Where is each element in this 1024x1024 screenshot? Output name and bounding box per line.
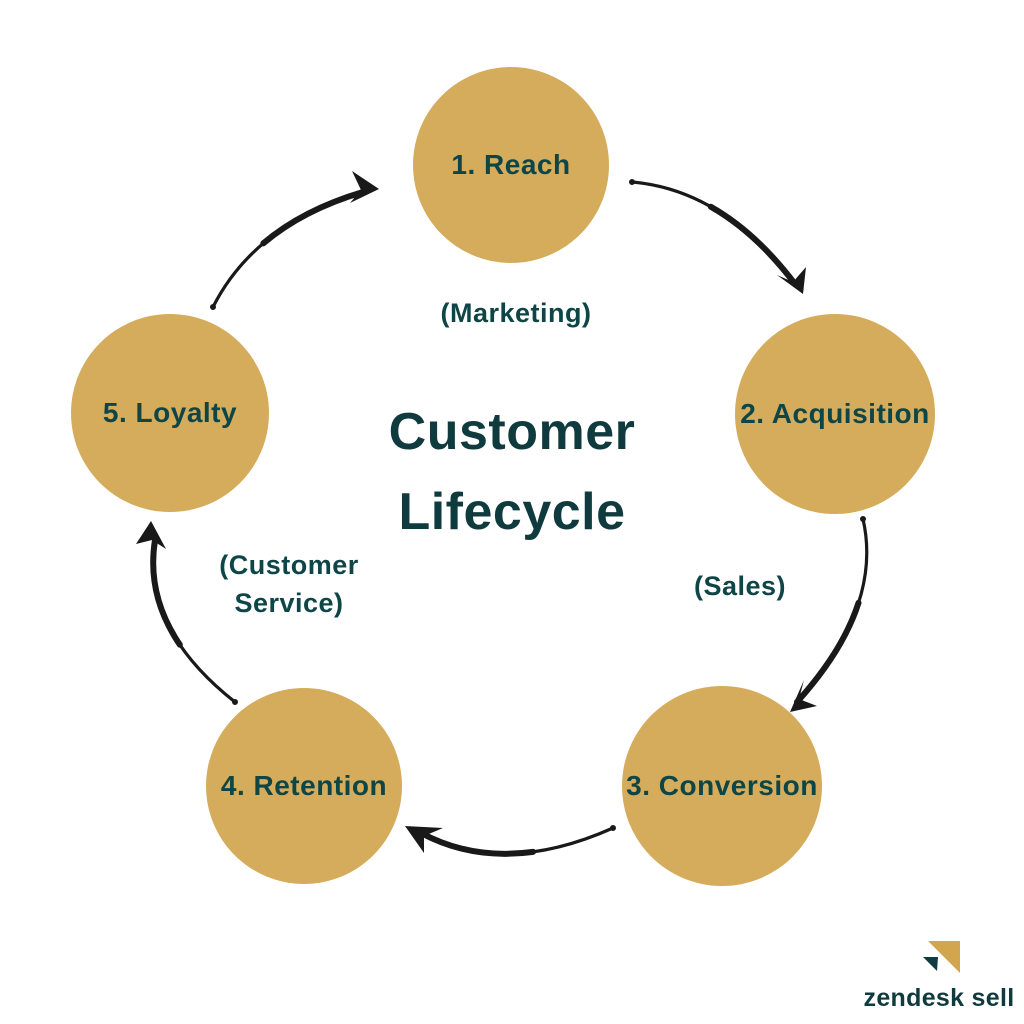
stage-circle-retention: 4. Retention <box>206 688 402 884</box>
arrowhead-icon <box>777 267 806 294</box>
diagram-title: Customer Lifecycle <box>312 392 712 552</box>
logo-teal-triangle <box>923 957 938 971</box>
arrow-acquisition-to-conversion <box>790 516 870 712</box>
stage-label-reach: 1. Reach <box>451 149 571 180</box>
arrowhead-icon <box>350 171 379 203</box>
stage-label-acquisition: 2. Acquisition <box>740 398 930 429</box>
zendesk-sell-logo: zendesk sell <box>839 936 1024 1013</box>
stage-label-conversion: 3. Conversion <box>626 770 818 801</box>
zendesk-sell-logo-text: zendesk sell <box>863 984 1015 1012</box>
stage-circle-conversion: 3. Conversion <box>622 686 822 886</box>
stage-circle-reach: 1. Reach <box>413 67 609 263</box>
annotation-sales: (Sales) <box>693 571 787 601</box>
arrowhead-icon <box>136 521 166 549</box>
annotation-marketing: (Marketing) <box>440 298 592 328</box>
arrow-conversion-to-retention <box>405 825 616 857</box>
zendesk-sell-logo-icon <box>923 941 960 973</box>
arrowhead-icon <box>405 826 443 853</box>
stage-label-loyalty: 5. Loyalty <box>102 397 238 428</box>
stage-circle-loyalty: 5. Loyalty <box>71 314 269 512</box>
arrow-loyalty-to-reach <box>210 171 379 310</box>
arrow-reach-to-acquisition <box>629 179 806 294</box>
arrowhead-icon <box>790 680 817 712</box>
annotation-customer-service: (Customer Service) <box>219 550 359 618</box>
stage-label-retention: 4. Retention <box>220 770 388 801</box>
stage-circle-acquisition: 2. Acquisition <box>735 314 935 514</box>
diagram-title-line1: Customer <box>388 403 636 461</box>
logo-gold-triangle <box>928 941 960 973</box>
diagram-title-line2: Lifecycle <box>398 483 626 541</box>
arrow-retention-to-loyalty <box>136 521 238 705</box>
